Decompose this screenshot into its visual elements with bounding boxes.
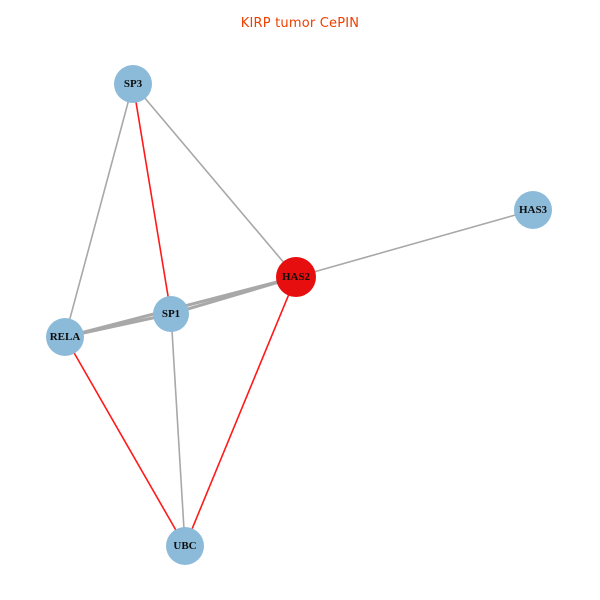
- graph-edge-has2-ubc: [190, 293, 290, 531]
- graph-node-rela[interactable]: RELA: [46, 318, 84, 356]
- node-label-sp1: SP1: [162, 308, 180, 320]
- node-circle-rela[interactable]: [46, 318, 84, 356]
- graph-edge-sp3-sp1: [134, 100, 170, 299]
- node-label-has2: HAS2: [282, 271, 311, 283]
- graph-node-ubc[interactable]: UBC: [166, 527, 204, 565]
- graph-edge-has2-has3: [313, 213, 517, 273]
- graph-node-sp3[interactable]: SP3: [114, 65, 152, 103]
- node-circle-sp3[interactable]: [114, 65, 152, 103]
- graph-edge-sp1-has2: [185, 280, 280, 311]
- node-circle-has3[interactable]: [514, 191, 552, 229]
- graph-edge-sp1-ubc: [171, 329, 185, 530]
- graph-edge-sp3-rela: [68, 100, 130, 321]
- node-label-ubc: UBC: [173, 540, 196, 552]
- graph-node-has3[interactable]: HAS3: [514, 191, 552, 229]
- graph-edge-rela-ubc: [72, 351, 178, 532]
- graph-node-has2[interactable]: HAS2: [276, 257, 316, 297]
- node-label-has3: HAS3: [519, 204, 548, 216]
- node-circle-sp1[interactable]: [153, 296, 189, 332]
- edge-layer: [68, 96, 517, 532]
- page-title: KIRP tumor CePIN: [240, 16, 360, 31]
- node-label-sp3: SP3: [124, 78, 143, 90]
- node-circle-has2[interactable]: [276, 257, 316, 297]
- graph-edge-sp3-has2: [143, 96, 286, 264]
- node-label-rela: RELA: [50, 331, 81, 343]
- node-circle-ubc[interactable]: [166, 527, 204, 565]
- graph-node-sp1[interactable]: SP1: [153, 296, 189, 332]
